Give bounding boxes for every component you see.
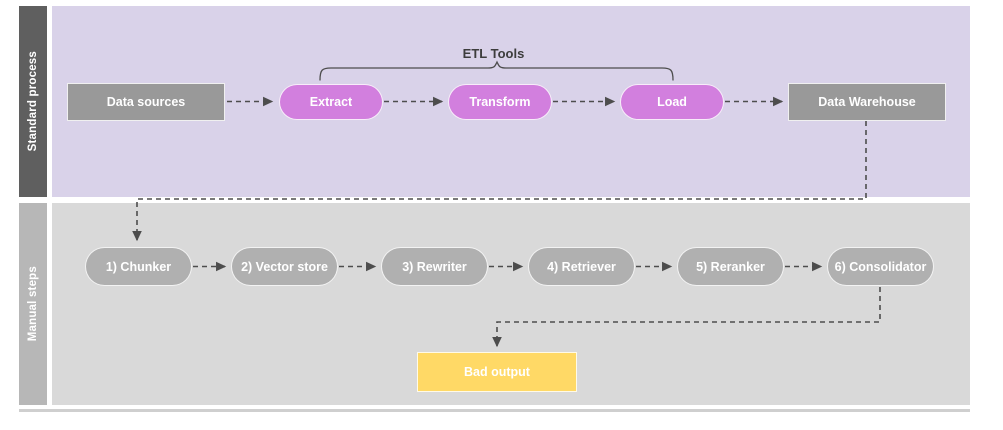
node-consolidator-label: 6) Consolidator [834, 259, 927, 274]
bottom-divider-rule [19, 409, 970, 412]
node-data-sources[interactable]: Data sources [67, 83, 225, 121]
node-data-warehouse[interactable]: Data Warehouse [788, 83, 946, 121]
node-extract[interactable]: Extract [279, 84, 383, 120]
node-bad-output-label: Bad output [464, 365, 530, 379]
node-vector-store[interactable]: 2) Vector store [231, 247, 338, 286]
node-vector-store-label: 2) Vector store [241, 259, 328, 274]
node-consolidator[interactable]: 6) Consolidator [827, 247, 934, 286]
node-chunker-label: 1) Chunker [105, 259, 172, 274]
node-transform-label: Transform [469, 95, 531, 109]
node-data-sources-label: Data sources [106, 95, 186, 109]
node-data-warehouse-label: Data Warehouse [818, 95, 916, 109]
connector-consolidator-to-bad-output [492, 287, 881, 348]
connector-warehouse-to-chunker [132, 121, 867, 242]
node-load[interactable]: Load [620, 84, 724, 120]
node-extract-label: Extract [309, 95, 353, 109]
node-reranker[interactable]: 5) Reranker [677, 247, 784, 286]
node-retriever[interactable]: 4) Retriever [528, 247, 635, 286]
node-load-label: Load [657, 95, 687, 109]
node-chunker[interactable]: 1) Chunker [85, 247, 192, 286]
etl-tools-bracket [319, 60, 674, 81]
lane-band-manual-steps: Manual steps [19, 203, 47, 405]
node-transform[interactable]: Transform [448, 84, 552, 120]
node-reranker-label: 5) Reranker [696, 259, 765, 274]
node-rewriter[interactable]: 3) Rewriter [381, 247, 488, 286]
node-bad-output[interactable]: Bad output [417, 352, 577, 392]
lane-band-standard-process: Standard process [19, 6, 47, 197]
node-rewriter-label: 3) Rewriter [402, 259, 467, 274]
node-retriever-label: 4) Retriever [547, 259, 616, 274]
